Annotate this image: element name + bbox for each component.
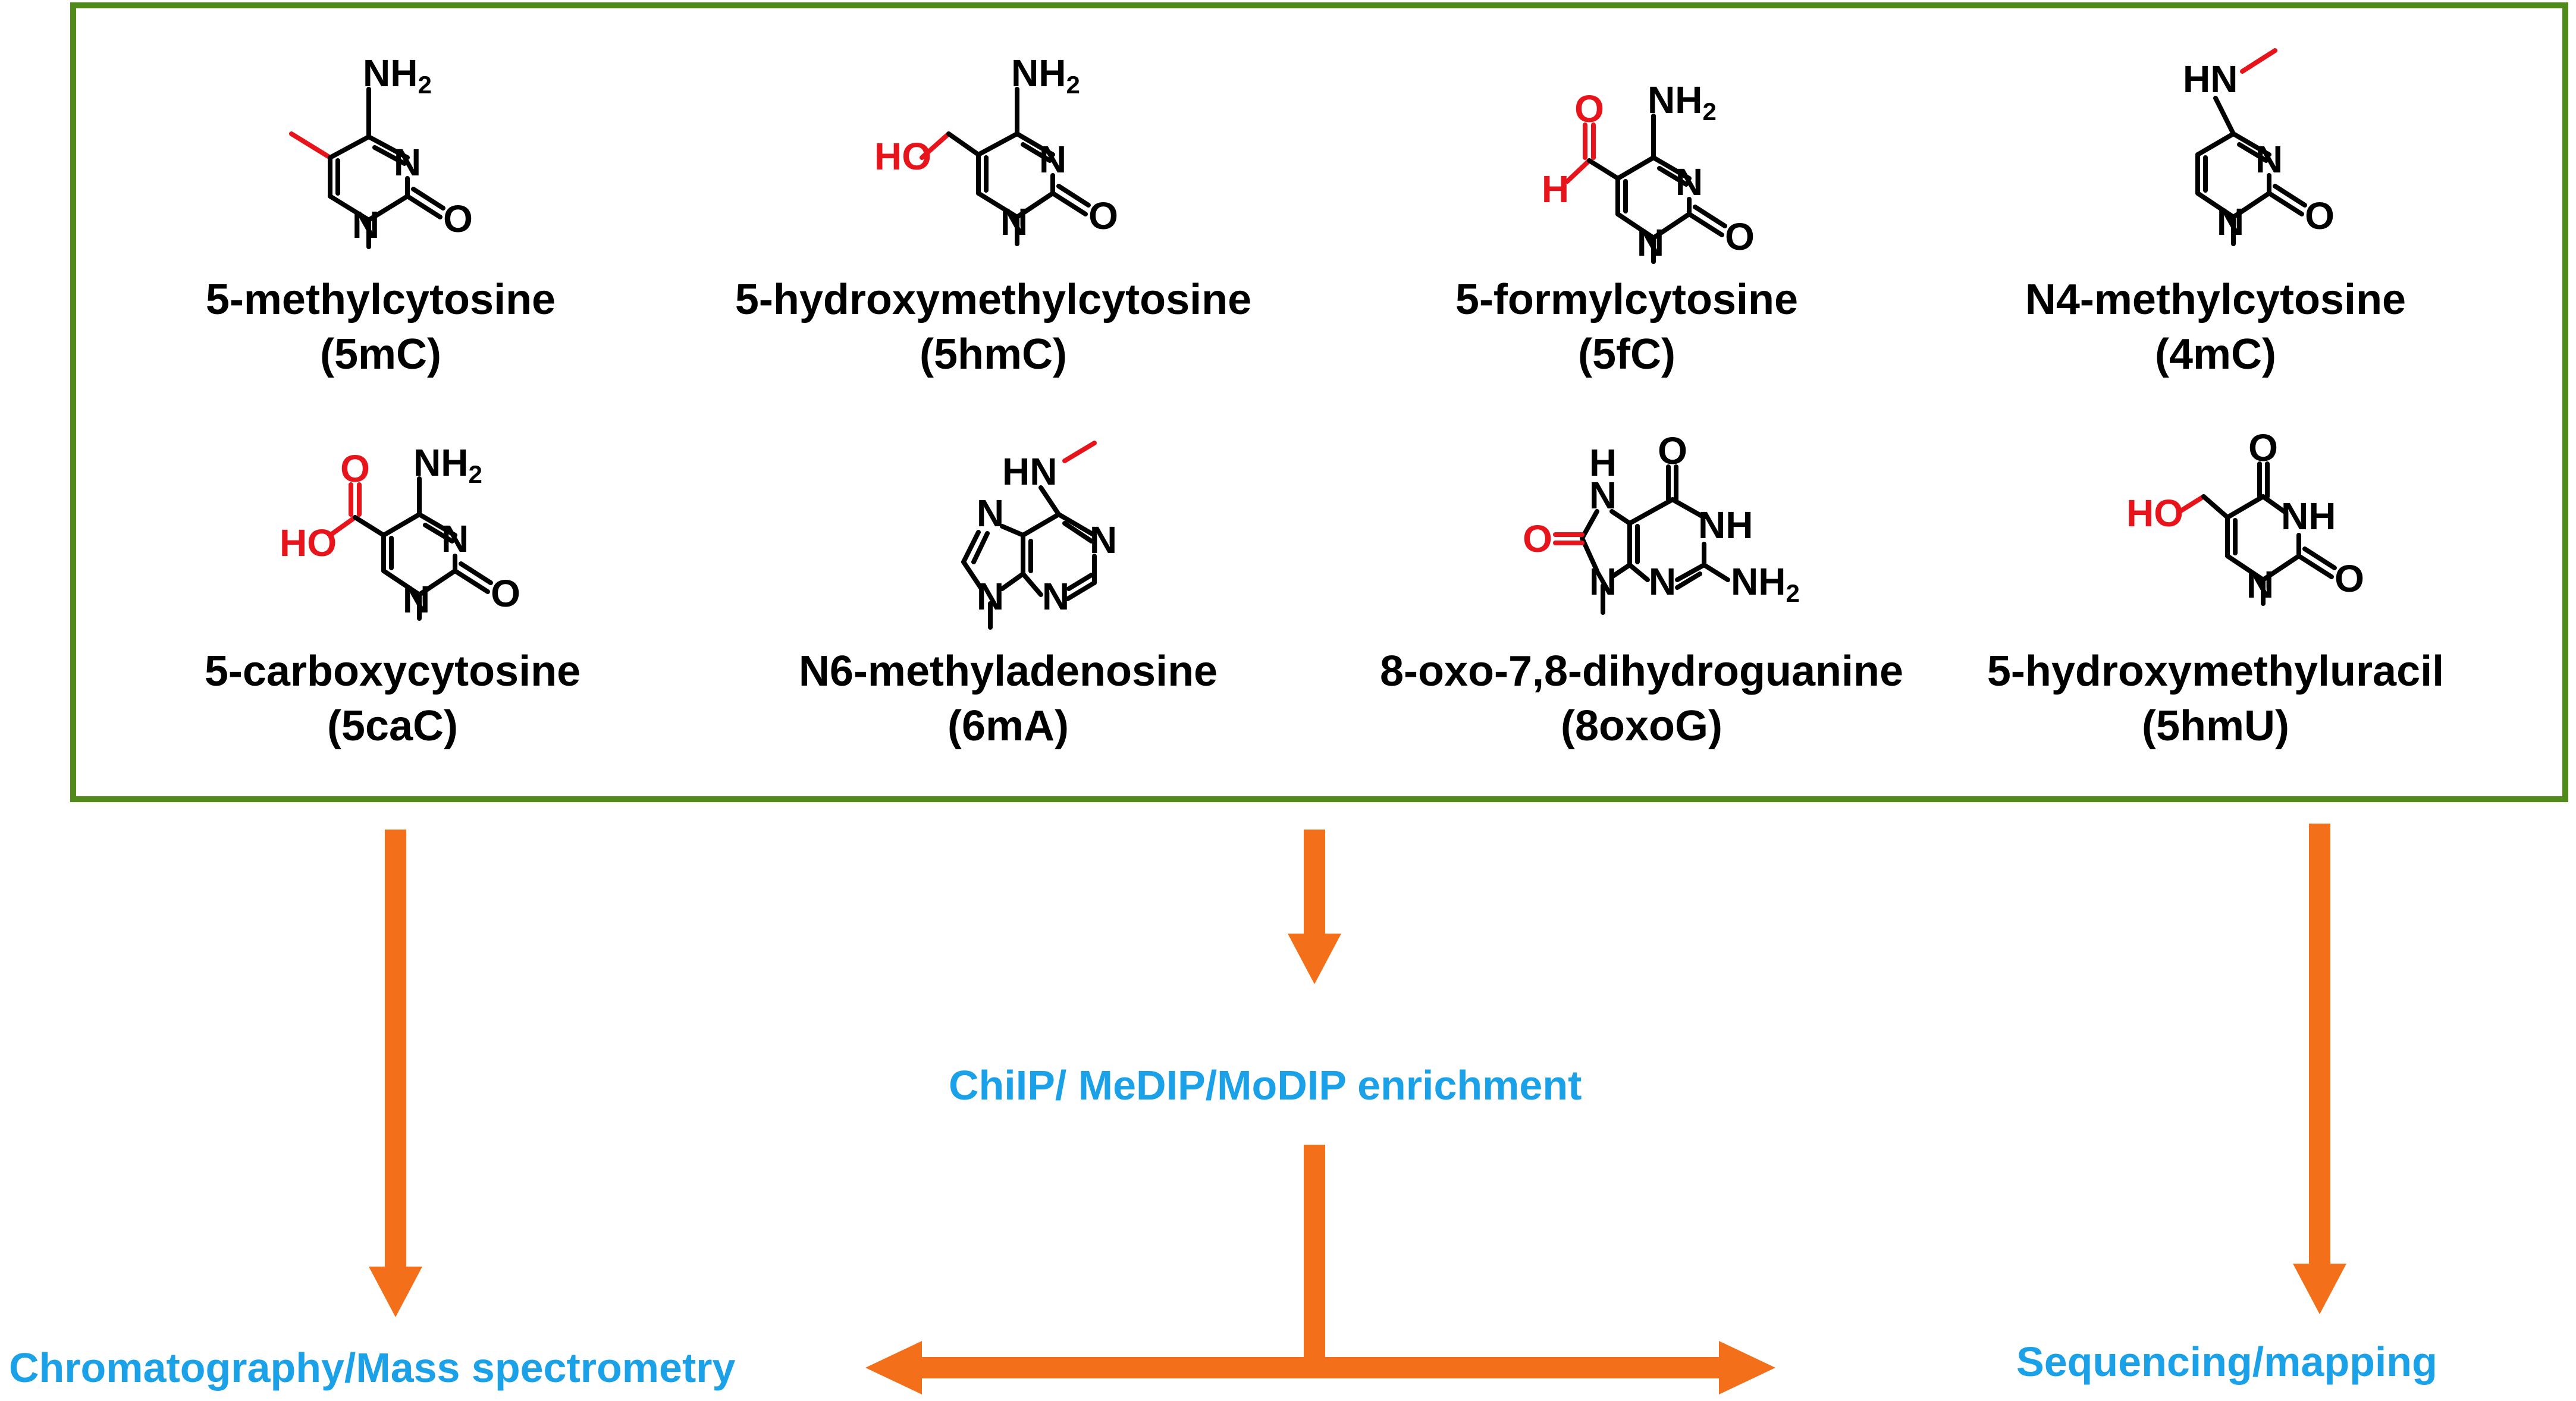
svg-text:N: N [1589,474,1617,517]
svg-text:N: N [352,203,379,246]
svg-text:O: O [2305,194,2335,237]
svg-text:N: N [1090,519,1117,561]
molecule-5fc: O H NH2 N N O 5-formylcytosine (5fC) [1329,42,1924,382]
svg-text:N: N [1589,560,1617,603]
structure-5cac: O HO NH2 N N O [280,441,520,621]
molecule-abbreviation: (5hmC) [920,331,1067,378]
svg-text:HO: HO [2126,492,2183,535]
molecule-name: 5-formylcytosine [1455,276,1799,323]
svg-text:N: N [2255,138,2283,181]
svg-text:O: O [1574,87,1604,130]
svg-text:NH: NH [2281,495,2336,538]
molecule-abbreviation: (5hmU) [2142,702,2289,750]
svg-text:N: N [1649,560,1676,603]
svg-text:N: N [441,517,469,560]
structure-5hmu: HO O NH N O [2126,426,2364,606]
svg-text:HO: HO [280,522,337,564]
svg-text:O: O [340,447,370,490]
molecule-name: 8-oxo-7,8-dihydroguanine [1379,648,1904,695]
structure-5hmc: HO NH2 N N O [874,52,1118,246]
structure-8oxog: O H N NH O N N NH2 [1523,429,1800,615]
svg-text:NH2: NH2 [1011,52,1080,99]
svg-text:O: O [2248,426,2278,469]
svg-text:O: O [1658,429,1687,472]
molecule-name: N4-methylcytosine [2025,276,2406,323]
svg-text:N: N [977,575,1004,618]
svg-text:N: N [1637,221,1664,264]
structure-5mc: NH2 N N O [289,52,473,249]
arrow-head-enrichment [1288,934,1341,984]
molecule-5cac: O HO NH2 N N O 5-carboxycytosine (5caC) [95,441,690,753]
molecule-abbreviation: (8oxoG) [1560,702,1722,750]
molecule-5hmc: HO NH2 N N O 5-hydroxymethylcytosine (5h… [696,42,1291,382]
structure-5fc: O H NH2 N N O [1542,78,1755,264]
svg-text:O: O [2335,557,2364,600]
molecule-abbreviation: (5mC) [319,331,441,378]
method-sequencing: Sequencing/mapping [2016,1339,2437,1385]
svg-text:N: N [403,578,430,621]
structure-6ma: HN N N N N [961,441,1117,630]
arrow-head-sequencing [2293,1264,2346,1314]
molecule-abbreviation: (6mA) [947,702,1069,750]
molecule-name: 5-methylcytosine [205,276,556,323]
structure-4mc: HN N N O [2183,48,2335,246]
molecule-name: 5-hydroxymethyluracil [1987,648,2445,695]
molecule-4mc: HN N N O N4-methylcytosine (4mC) [1918,42,2513,382]
molecule-name: 5-carboxycytosine [204,648,581,695]
svg-text:N: N [2217,200,2244,243]
svg-text:N: N [394,141,421,184]
svg-text:O: O [1088,194,1118,237]
arrow-head-split-right [1719,1341,1775,1394]
svg-text:N: N [1039,138,1066,181]
svg-text:O: O [1523,517,1552,560]
modified-bases-panel [70,2,2568,802]
svg-text:N: N [1042,575,1069,618]
molecule-5hmu: HO O NH N O 5-hydroxymethyluracil (5hmU) [1918,426,2513,753]
molecule-6ma: HN N N N N N6-methyladenosine (6mA) [711,441,1306,753]
svg-text:N: N [1000,200,1028,243]
molecule-5mc: NH2 N N O 5-methylcytosine (5mC) [83,42,678,382]
svg-text:O: O [443,197,473,240]
molecule-8oxog: O H N NH O N N NH2 8-oxo-7,8-dihydroguan… [1344,429,1939,753]
svg-text:H: H [1542,168,1569,211]
molecule-name: 5-hydroxymethylcytosine [735,276,1252,323]
svg-text:N: N [977,492,1004,535]
svg-text:N: N [2246,563,2274,606]
method-chromatography: Chromatography/Mass spectrometry [9,1345,736,1391]
method-enrichment: ChiIP/ MeDIP/MoDIP enrichment [949,1062,1582,1108]
svg-text:HN: HN [2183,58,2238,100]
svg-text:HN: HN [1002,450,1057,493]
arrow-head-chromatography [369,1267,422,1317]
svg-text:NH: NH [1698,504,1753,546]
svg-text:O: O [491,572,520,615]
molecule-abbreviation: (5fC) [1578,331,1676,378]
molecule-abbreviation: (4mC) [2154,331,2276,378]
molecule-abbreviation: (5caC) [327,702,459,750]
svg-text:NH2: NH2 [413,441,482,488]
svg-text:O: O [1725,215,1755,258]
arrow-head-split-left [865,1341,922,1394]
molecule-name: N6-methyladenosine [798,648,1218,695]
svg-text:H: H [1589,441,1617,484]
svg-text:N: N [1676,161,1703,203]
svg-text:HO: HO [874,135,931,178]
